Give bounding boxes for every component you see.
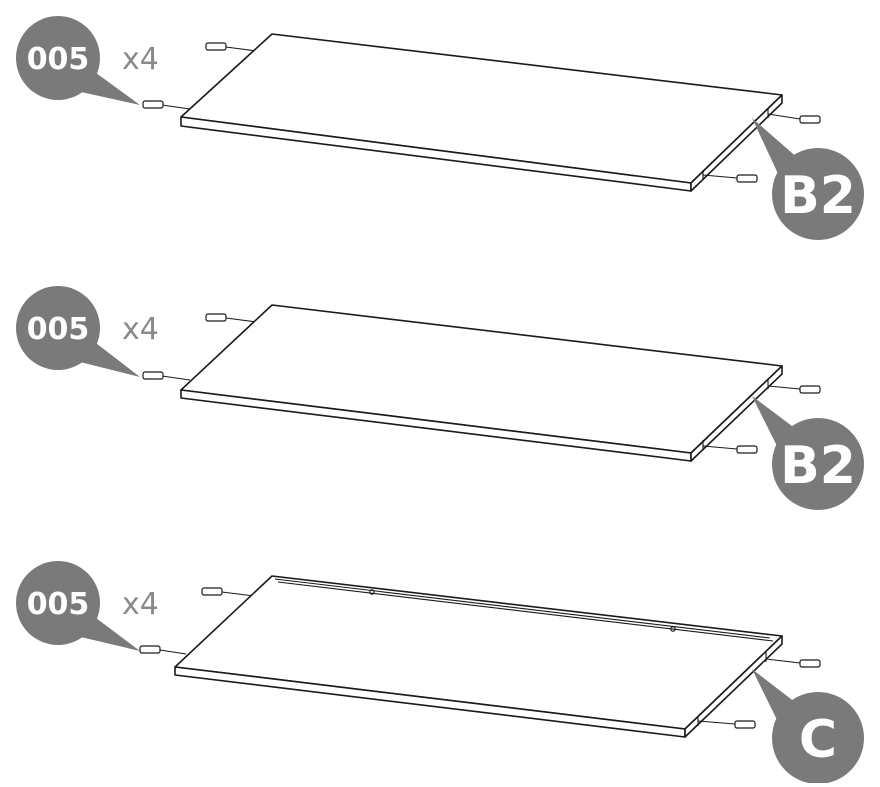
assembly-step-1: 005 x4	[16, 16, 864, 240]
wooden-dowel-icon	[201, 587, 255, 597]
part-label-callout: B2	[752, 396, 864, 510]
hardware-code: 005	[27, 42, 90, 77]
shelf-panel	[180, 304, 783, 462]
hardware-callout: 005	[16, 286, 140, 377]
wooden-dowel-icon	[765, 658, 821, 668]
wooden-dowel-icon	[702, 174, 758, 183]
part-label: B2	[780, 166, 856, 226]
hardware-quantity: x4	[122, 312, 159, 347]
wooden-dowel-icon	[142, 371, 191, 381]
part-label: C	[799, 710, 837, 770]
wooden-dowel-icon	[767, 113, 821, 124]
wooden-dowel-icon	[767, 385, 821, 394]
part-label-callout: B2	[752, 118, 864, 240]
wooden-dowel-icon	[205, 42, 257, 52]
wooden-dowel-icon	[142, 100, 191, 110]
assembly-step-2: 005 x4 B2	[16, 286, 864, 510]
hardware-callout: 005	[16, 16, 140, 105]
hardware-code: 005	[27, 312, 90, 347]
hardware-code: 005	[27, 587, 90, 622]
wooden-dowel-icon	[139, 645, 187, 655]
part-label: B2	[780, 436, 856, 496]
hardware-quantity: x4	[122, 587, 159, 622]
wooden-dowel-icon	[205, 313, 257, 323]
wooden-dowel-icon	[702, 445, 758, 454]
wooden-dowel-icon	[697, 720, 756, 729]
hardware-callout: 005	[16, 561, 140, 651]
shelf-panel	[180, 33, 783, 192]
shelf-panel-grooved	[174, 575, 783, 738]
part-label-callout: C	[752, 669, 864, 784]
hardware-quantity: x4	[122, 42, 159, 77]
assembly-step-3: 005 x4	[16, 561, 864, 784]
